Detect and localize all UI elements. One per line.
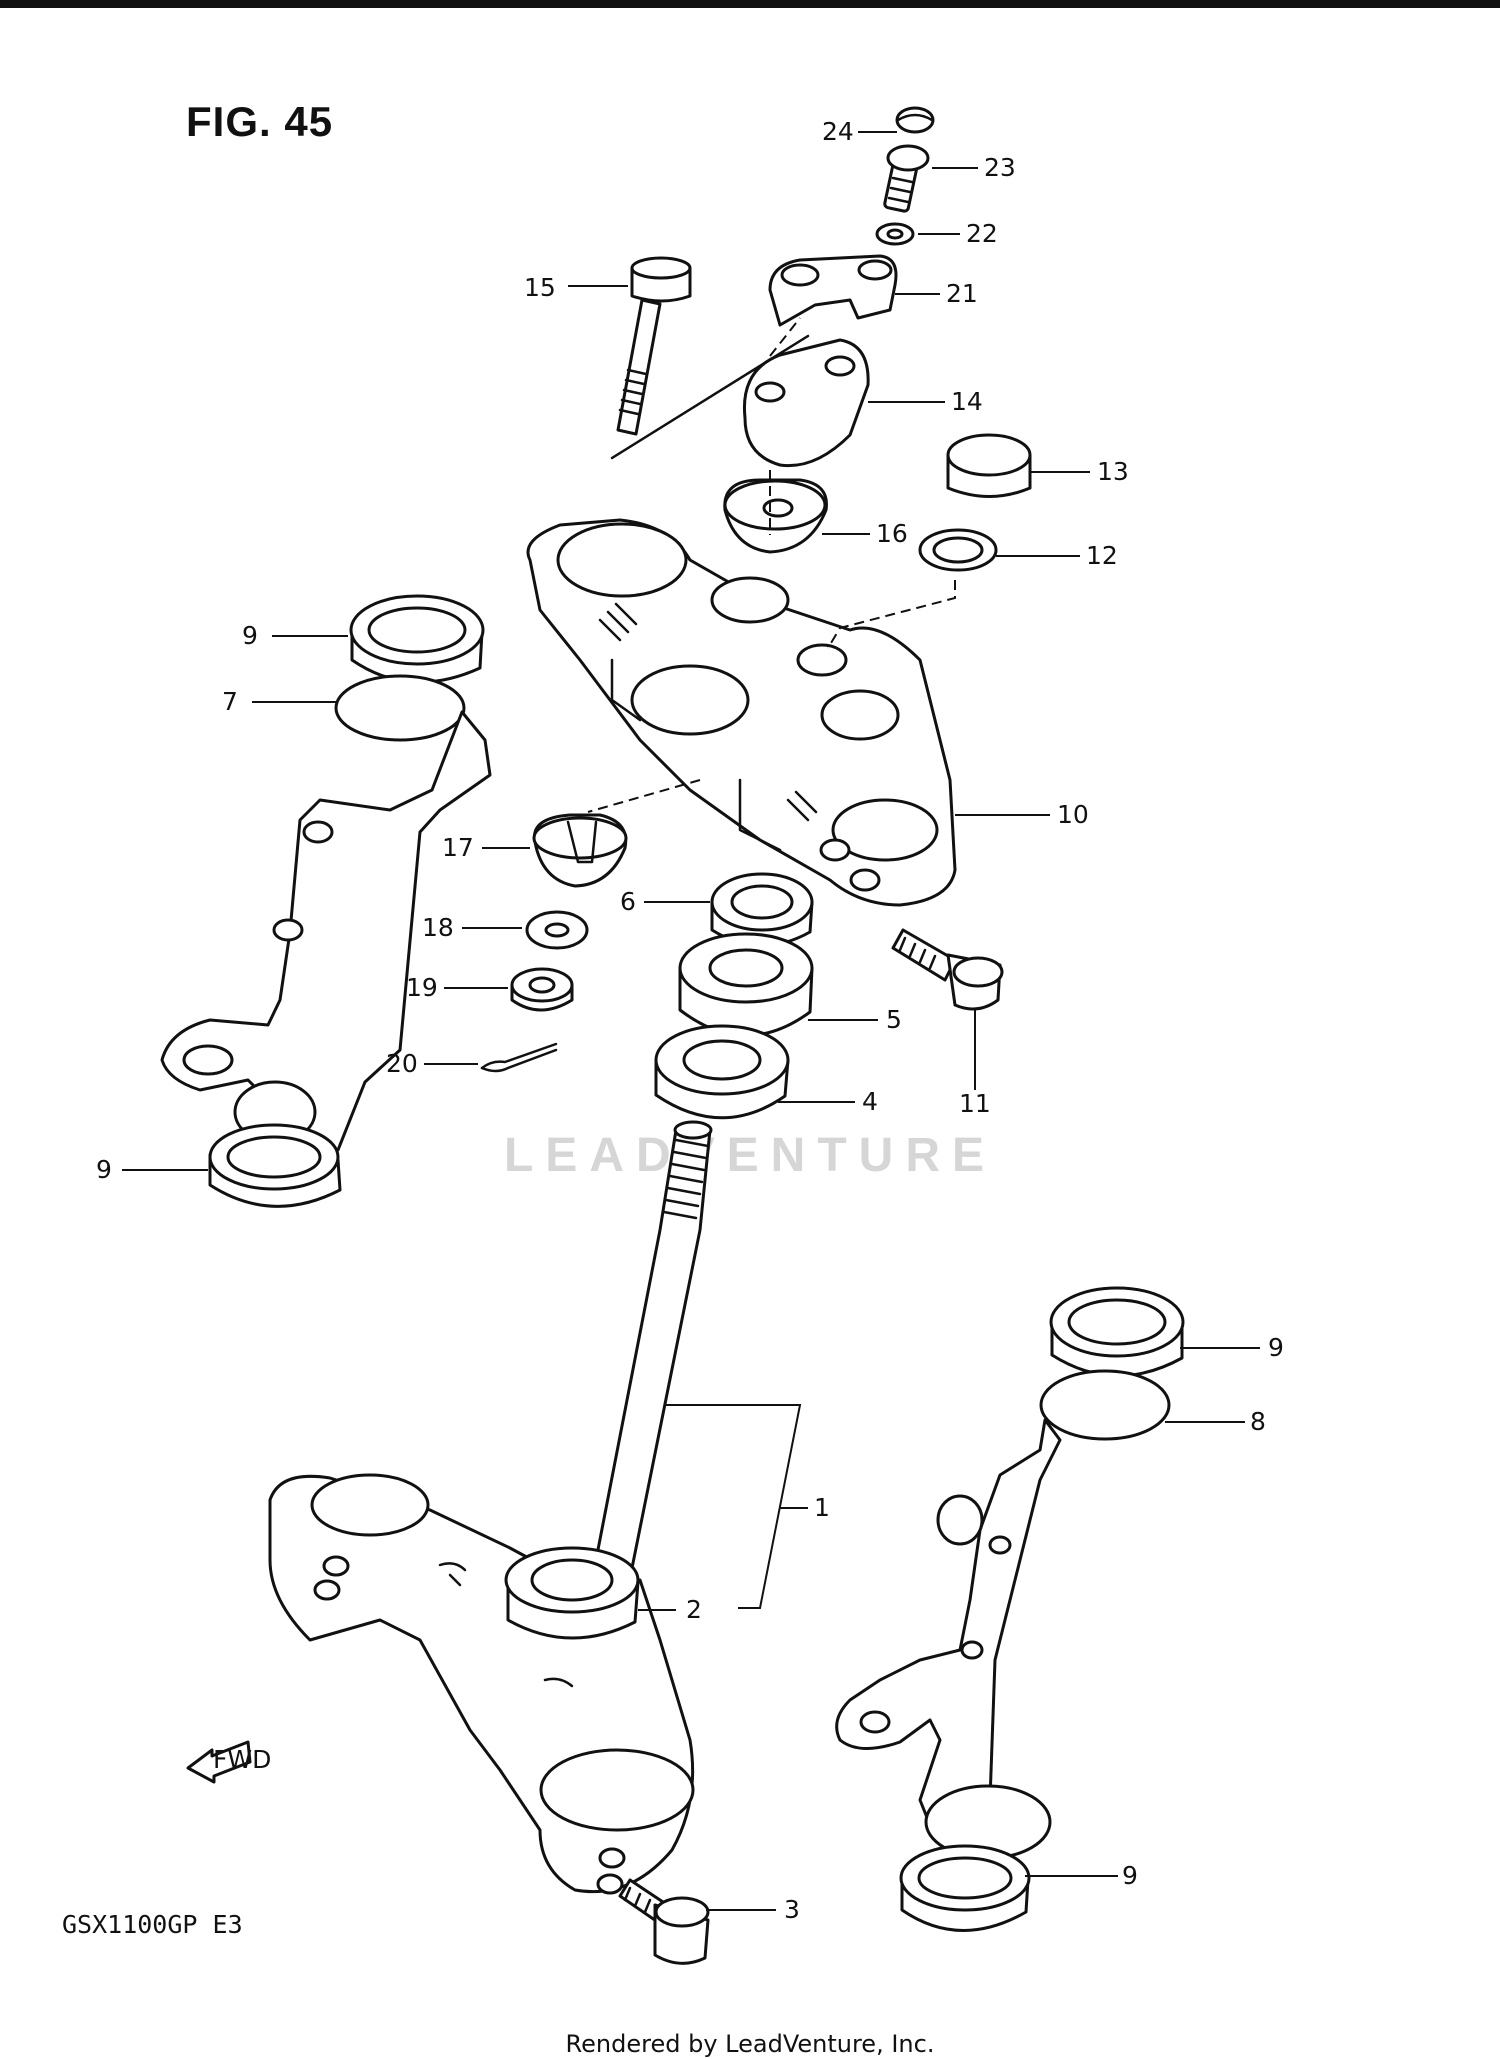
part-7-handlebar-left: [160, 674, 492, 1152]
callout-20: 20: [386, 1049, 418, 1078]
callout-19: 19: [406, 973, 438, 1002]
callout-labels: 24 23 22 21 15 14 13 16 12 9 7 10 17 6 1…: [96, 117, 1284, 1924]
part-22-washer: [875, 222, 915, 246]
part-20-cotter-pin: [480, 1042, 558, 1073]
part-9-seal-upper-left: [349, 594, 485, 684]
part-23-bolt: [883, 144, 930, 213]
callout-9-lower-right: 9: [1122, 1861, 1138, 1890]
part-9-seal-lower-right: [899, 1844, 1031, 1932]
callout-24: 24: [822, 117, 854, 146]
watermark: LEADVENTURE: [503, 1129, 997, 1182]
part-13-cap: [946, 433, 1032, 498]
callout-14: 14: [951, 387, 983, 416]
part-2-dust-seal: [504, 1546, 640, 1640]
leader-lines: [122, 131, 1260, 1911]
part-12-washer: [918, 528, 998, 572]
callout-2: 2: [686, 1595, 702, 1624]
model-code: GSX1100GP E3: [62, 1910, 243, 1939]
part-18-washer: [525, 910, 589, 950]
part-14-holder: [742, 338, 870, 468]
assembly-lines: [587, 317, 956, 813]
callout-18: 18: [422, 913, 454, 942]
callout-17: 17: [442, 833, 474, 862]
callout-4: 4: [862, 1087, 878, 1116]
part-4-bearing: [654, 1024, 790, 1120]
part-17-cup: [532, 813, 628, 888]
callout-22: 22: [966, 219, 998, 248]
callout-23: 23: [984, 153, 1016, 182]
part-10-upper-bracket: [526, 518, 957, 907]
part-11-bolt: [891, 928, 1004, 1011]
figure-title: FIG. 45: [186, 98, 334, 145]
top-border: [0, 0, 1500, 8]
part-9-seal-lower-left: [208, 1123, 342, 1208]
render-credit: Rendered by LeadVenture, Inc.: [565, 2030, 935, 2058]
callout-5: 5: [886, 1005, 902, 1034]
callout-8: 8: [1250, 1407, 1266, 1436]
callout-9-upper-right: 9: [1268, 1333, 1284, 1362]
part-6-nut: [710, 872, 814, 947]
callout-7: 7: [222, 687, 238, 716]
callout-12: 12: [1086, 541, 1118, 570]
callout-3: 3: [784, 1895, 800, 1924]
callout-13: 13: [1097, 457, 1129, 486]
part-24-cap: [895, 106, 935, 134]
callout-21: 21: [946, 279, 978, 308]
part-15-long-bolt: [616, 256, 692, 436]
part-3-bolt: [618, 1878, 710, 1965]
part-8-handlebar-right: [835, 1369, 1171, 1860]
fwd-direction-badge: FWD: [186, 1740, 271, 1784]
part-16-cushion: [723, 478, 828, 554]
callout-15: 15: [524, 273, 556, 302]
callout-10: 10: [1057, 800, 1089, 829]
fwd-label: FWD: [213, 1745, 271, 1774]
callout-9-upper-left: 9: [242, 621, 258, 650]
part-5-bearing: [678, 932, 814, 1037]
part-21-clamp: [768, 254, 898, 327]
callout-16: 16: [876, 519, 908, 548]
part-9-seal-upper-right: [1049, 1286, 1185, 1378]
part-19-nut: [510, 967, 574, 1012]
callout-1: 1: [814, 1493, 830, 1522]
callout-9-lower-left: 9: [96, 1155, 112, 1184]
callout-11: 11: [959, 1089, 991, 1118]
callout-6: 6: [620, 887, 636, 916]
part-1-steering-stem: [594, 1120, 713, 1570]
